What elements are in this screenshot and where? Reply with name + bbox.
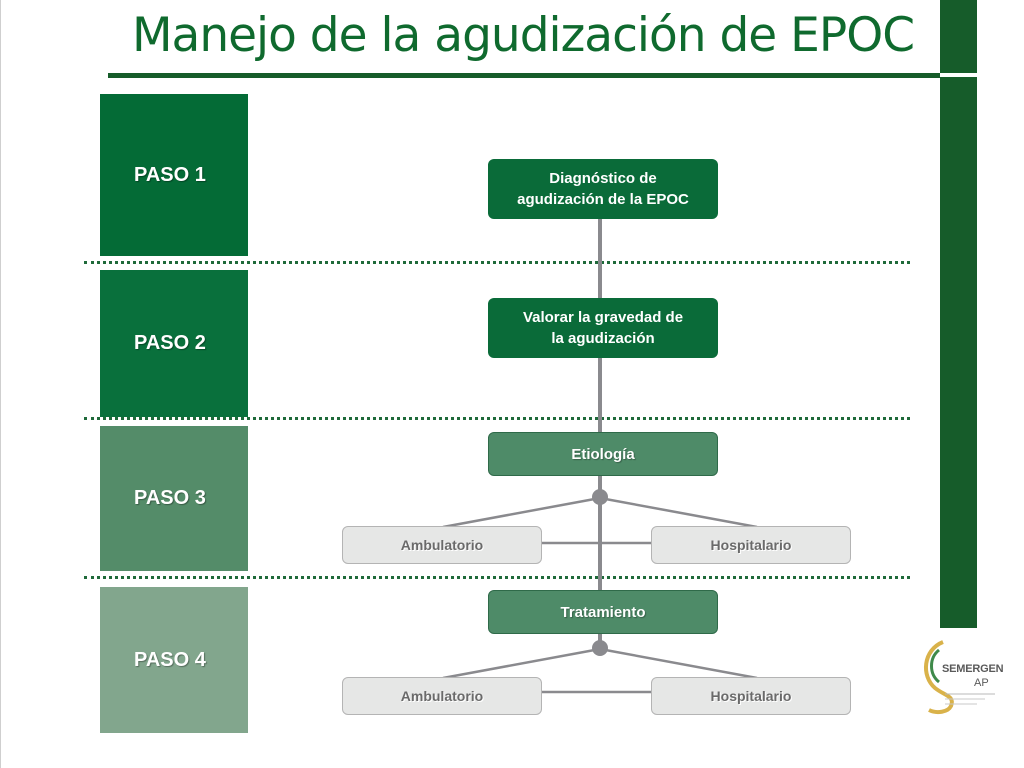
- step-1-band: PASO 1: [100, 94, 248, 256]
- semergen-logo: [923, 640, 995, 715]
- step-separator: [84, 576, 910, 579]
- option-label: Hospitalario: [710, 687, 792, 704]
- step-1-label: PASO 1: [134, 163, 206, 186]
- step-3-label: PASO 3: [134, 487, 206, 509]
- treatment-option-ambulatorio: Ambulatorio: [342, 677, 542, 715]
- etiology-option-ambulatorio: Ambulatorio: [342, 526, 542, 564]
- step-2-label: PASO 2: [134, 332, 206, 354]
- step-4-band: PASO 4: [100, 587, 248, 733]
- etiology-text: Etiología: [571, 445, 635, 463]
- slide-title: Manejo de la agudización de EPOC: [132, 8, 915, 63]
- slide-frame-edge: [0, 0, 1, 768]
- treatment-text: Tratamiento: [560, 603, 646, 621]
- diagnosis-box: Diagnóstico de agudización de la EPOC: [488, 159, 718, 219]
- branch-node-dot: [592, 640, 608, 656]
- etiology-box: Etiología: [488, 432, 718, 476]
- etiology-option-hospitalario: Hospitalario: [651, 526, 851, 564]
- logo-suffix: AP: [974, 677, 989, 689]
- step-2-band: PASO 2: [100, 270, 248, 417]
- title-underline: [108, 73, 944, 78]
- branch-line: [599, 496, 758, 529]
- step-separator: [84, 417, 910, 420]
- step-separator: [84, 261, 910, 264]
- treatment-box: Tratamiento: [488, 590, 718, 634]
- branch-node-dot: [592, 489, 608, 505]
- option-label: Ambulatorio: [400, 687, 484, 704]
- severity-box: Valorar la gravedad de la agudización: [488, 298, 718, 358]
- treatment-option-hospitalario: Hospitalario: [651, 677, 851, 715]
- step-3-band: PASO 3: [100, 426, 248, 571]
- branch-line: [442, 496, 601, 529]
- branch-line: [442, 647, 601, 680]
- branch-line: [599, 647, 758, 680]
- step-4-label: PASO 4: [134, 648, 206, 671]
- option-label: Hospitalario: [710, 536, 792, 553]
- severity-text: Valorar la gravedad de la agudización: [522, 309, 684, 347]
- right-accent-bar-gap: [940, 73, 977, 77]
- logo-wordmark: SEMERGEN: [942, 663, 1004, 675]
- diagnosis-text: Diagnóstico de agudización de la EPOC: [517, 170, 689, 208]
- right-accent-bar: [940, 0, 977, 628]
- option-label: Ambulatorio: [400, 536, 484, 553]
